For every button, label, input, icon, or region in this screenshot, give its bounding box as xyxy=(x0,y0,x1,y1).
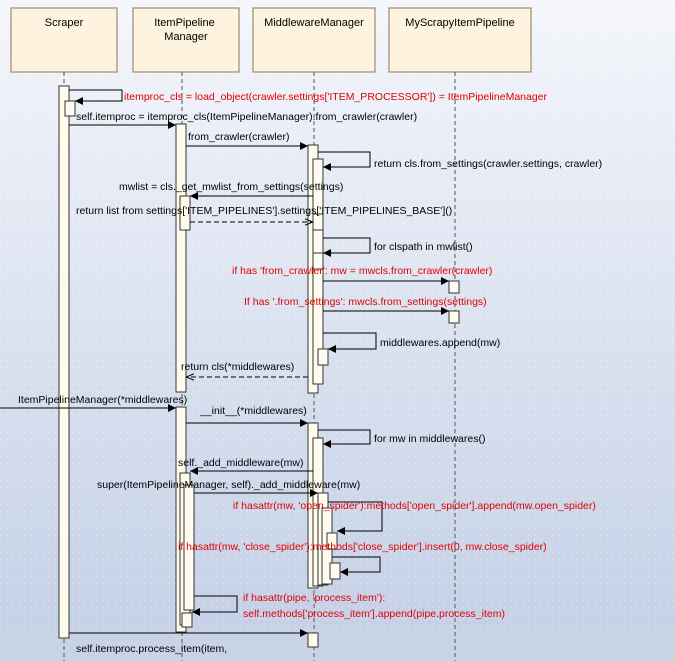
activation-ipm-1 xyxy=(175,123,187,393)
message-label: for mw in middlewares() xyxy=(374,433,485,445)
message-label: return cls(*middlewares) xyxy=(181,361,294,373)
activation-ipm-6 xyxy=(181,612,193,628)
message-label: self._add_middleware(mw) xyxy=(178,457,303,469)
message-label: self.methods['process_item'].append(pipe… xyxy=(243,608,505,620)
message-label: if hasattr(mw, 'close_spider'):methods['… xyxy=(178,541,547,553)
lifeline-name: Scraper xyxy=(45,17,84,29)
lifeline-name-line-2: Manager xyxy=(164,31,208,43)
activation-mwm-11 xyxy=(329,562,341,580)
arrow-for-clspath xyxy=(323,237,371,257)
lifeline-name: ItemPipeline Manager xyxy=(154,17,218,43)
arrow-close-spider xyxy=(332,556,381,576)
message-label: return cls.from_settings(crawler.setting… xyxy=(374,158,602,170)
message-label: mwlist = cls._get_mwlist_from_settings(s… xyxy=(119,181,343,193)
lifeline-name-line-1: ItemPipeline xyxy=(154,17,215,29)
activation-mwm-2 xyxy=(312,158,324,385)
activation-mwm-12 xyxy=(307,632,319,648)
activation-ipm-2 xyxy=(179,195,191,231)
lifeline-name: MiddlewareManager xyxy=(264,17,364,29)
lifeline-name: MyScrapyItemPipeline xyxy=(405,17,514,29)
message-label: __init__(*middlewares) xyxy=(199,405,307,417)
message-label: itemproc_cls = load_object(crawler.setti… xyxy=(124,91,548,103)
lifeline-header-scraper[interactable]: Scraper xyxy=(10,7,118,73)
arrow-process-item xyxy=(192,595,238,616)
message-label: If has '.from_settings': mwcls.from_sett… xyxy=(244,296,487,308)
bottom-band xyxy=(0,626,675,661)
message-label: self.itemproc = itemproc_cls(ItemPipelin… xyxy=(76,111,417,123)
message-label: ItemPipelineManager(*middlewares) xyxy=(18,394,187,406)
activation-pipe-1 xyxy=(448,280,460,294)
message-label: if hasattr(pipe, 'process_item'): xyxy=(243,592,385,604)
activation-scraper xyxy=(58,85,70,639)
message-label: return list from settings['ITEM_PIPELINE… xyxy=(76,205,452,217)
message-label: from_crawler(crawler) xyxy=(188,131,290,143)
message-label: if has 'from_crawler': mw = mwcls.from_c… xyxy=(232,265,492,277)
message-label: for clspath in mwlist() xyxy=(374,241,473,253)
arrow-append xyxy=(323,332,377,353)
activation-mwm-10 xyxy=(326,532,338,550)
arrow-from-settings xyxy=(318,151,371,171)
message-arrows xyxy=(0,89,449,637)
arrow-open-spider xyxy=(328,501,383,535)
message-label: self.itemproc.process_item(item, xyxy=(76,643,227,655)
message-label: middlewares.append(mw) xyxy=(380,337,500,349)
message-labels: itemproc_cls = load_object(crawler.setti… xyxy=(18,91,602,655)
lifeline-header-middlewaremanager[interactable]: MiddlewareManager xyxy=(252,7,376,73)
lifeline-header-myscrapyitempipeline[interactable]: MyScrapyItemPipeline xyxy=(388,7,532,73)
activation-scraper-self xyxy=(64,100,76,117)
activation-bars xyxy=(58,85,460,648)
activation-mwm-5 xyxy=(317,348,329,366)
message-label: if hasattr(mw, 'open_spider'):methods['o… xyxy=(233,500,596,512)
arrow-load-object xyxy=(69,89,123,105)
lifeline-header-itempipelinemanager[interactable]: ItemPipeline Manager xyxy=(132,7,240,73)
arrow-for-mw xyxy=(318,429,371,448)
activation-pipe-2 xyxy=(448,310,460,324)
message-label: super(ItemPipelineManager, self)._add_mi… xyxy=(97,479,360,491)
activation-ipm-5 xyxy=(183,484,195,611)
activation-mwm-4 xyxy=(312,252,324,270)
